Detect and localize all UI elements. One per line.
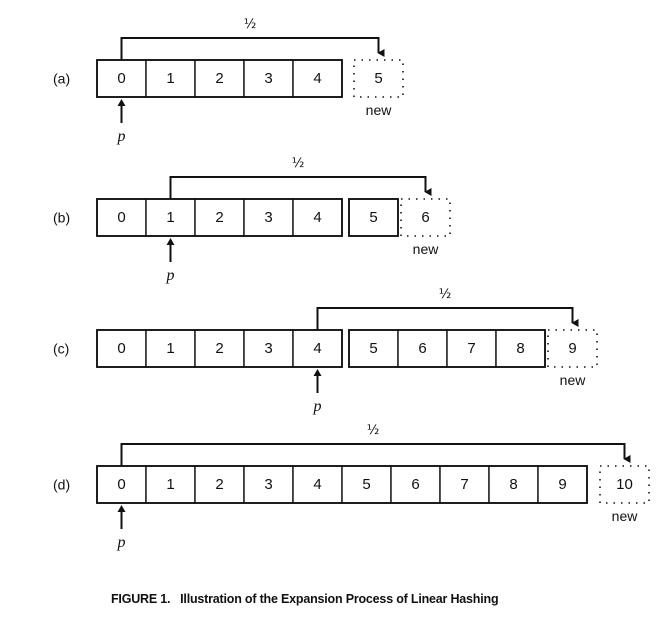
pointer-label: p	[313, 398, 322, 415]
bucket-cell	[145, 198, 196, 237]
split-fraction-label: ½	[367, 423, 380, 438]
bucket-cell	[145, 465, 196, 504]
new-label: new	[366, 102, 393, 118]
bucket-number: 4	[313, 70, 321, 87]
bucket-cell	[348, 329, 399, 368]
new-bucket-cell	[599, 465, 650, 504]
pointer-label: p	[117, 534, 126, 551]
split-arrow	[316, 307, 579, 330]
bucket-number: 8	[509, 476, 517, 493]
new-bucket-cell	[547, 329, 598, 368]
split-arrow	[169, 176, 432, 199]
bucket-number: 7	[467, 340, 475, 357]
bucket-cell	[96, 198, 147, 237]
bucket-cell	[292, 329, 343, 368]
split-fraction-label: ½	[439, 287, 452, 302]
bucket-number: 3	[264, 340, 272, 357]
bucket-number: 0	[117, 70, 125, 87]
new-bucket-number: 6	[421, 209, 429, 226]
bucket-number: 3	[264, 209, 272, 226]
bucket-group-outline	[96, 59, 343, 98]
bucket-cell	[488, 465, 539, 504]
row-label: (d)	[53, 477, 70, 493]
bucket-group-outline	[96, 465, 588, 504]
bucket-cell	[194, 329, 245, 368]
bucket-number: 5	[362, 476, 370, 493]
bucket-number: 3	[264, 70, 272, 87]
bucket-number: 4	[313, 209, 321, 226]
new-bucket-number: 10	[616, 476, 633, 493]
bucket-number: 8	[516, 340, 524, 357]
split-fraction-label: ½	[292, 156, 305, 171]
figure-caption: FIGURE 1. Illustration of the Expansion …	[111, 592, 499, 606]
bucket-group-outline	[96, 329, 343, 368]
bucket-number: 5	[369, 340, 377, 357]
bucket-number: 9	[558, 476, 566, 493]
caption-gap	[170, 592, 180, 606]
split-arrow	[120, 37, 385, 60]
bucket-number: 2	[215, 209, 223, 226]
bucket-number: 0	[117, 340, 125, 357]
split-arrow	[120, 443, 631, 466]
bucket-number: 0	[117, 476, 125, 493]
row-label: (c)	[53, 341, 69, 357]
new-label: new	[560, 372, 587, 388]
bucket-number: 1	[166, 70, 174, 87]
split-fraction-label: ½	[244, 17, 257, 32]
bucket-cell	[397, 329, 448, 368]
bucket-cell	[495, 329, 546, 368]
bucket-number: 4	[313, 476, 321, 493]
new-label: new	[612, 508, 639, 524]
bucket-number: 1	[166, 340, 174, 357]
bucket-cell	[243, 465, 294, 504]
caption-number: FIGURE 1.	[111, 592, 171, 606]
bucket-group-outline	[348, 329, 546, 368]
bucket-number: 6	[411, 476, 419, 493]
bucket-number: 7	[460, 476, 468, 493]
bucket-number: 0	[117, 209, 125, 226]
new-bucket-number: 9	[568, 340, 576, 357]
row-label: (a)	[53, 71, 70, 87]
pointer-label: p	[117, 128, 126, 145]
pointer-arrowhead	[117, 505, 126, 512]
new-bucket-cell	[400, 198, 451, 237]
new-label: new	[413, 241, 440, 257]
bucket-cell	[145, 329, 196, 368]
bucket-number: 2	[215, 340, 223, 357]
bucket-number: 1	[166, 476, 174, 493]
bucket-number: 5	[369, 209, 377, 226]
new-bucket-number: 5	[374, 70, 382, 87]
new-bucket-cell	[353, 59, 404, 98]
pointer-label: p	[166, 267, 175, 284]
bucket-number: 1	[166, 209, 174, 226]
bucket-group-outline	[96, 198, 343, 237]
bucket-number: 2	[215, 70, 223, 87]
pointer-arrowhead	[313, 369, 322, 376]
bucket-number: 6	[418, 340, 426, 357]
bucket-number: 3	[264, 476, 272, 493]
bucket-number: 2	[215, 476, 223, 493]
caption-text: Illustration of the Expansion Process of…	[180, 592, 499, 606]
bucket-number: 4	[313, 340, 321, 357]
bucket-group-outline	[348, 198, 399, 237]
row-label: (b)	[53, 210, 70, 226]
pointer-arrowhead	[117, 99, 126, 106]
pointer-arrowhead	[166, 238, 175, 245]
